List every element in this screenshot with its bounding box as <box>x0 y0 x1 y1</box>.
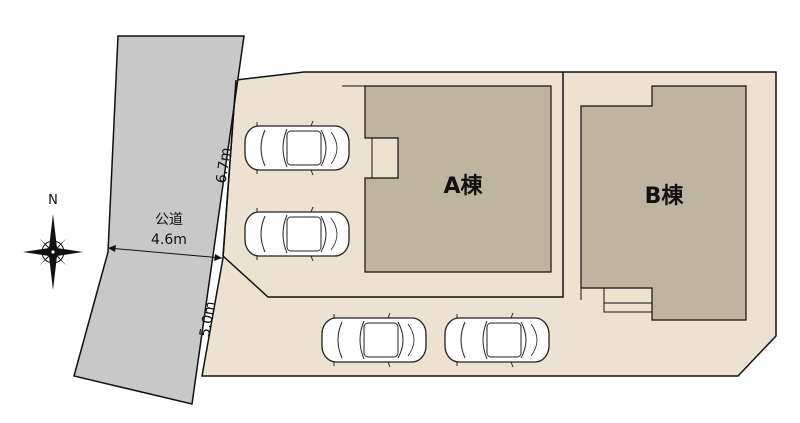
building-b-label: B棟 <box>645 183 685 209</box>
arrow-left-icon <box>108 245 116 252</box>
public-road <box>73 35 245 405</box>
road-width-dimension <box>107 247 223 259</box>
building-a-label: A棟 <box>443 173 483 199</box>
north-label: N <box>48 193 58 208</box>
arrow-right-icon <box>214 254 222 261</box>
car-icon <box>321 312 427 368</box>
car-icon <box>244 120 350 176</box>
lot-line-left <box>222 79 237 257</box>
road-type-label: 公道 <box>155 212 183 228</box>
car-icon <box>244 206 350 262</box>
building-a-entrance <box>365 137 373 179</box>
compass-rose-icon <box>23 214 83 290</box>
lot-a-boundary <box>222 72 564 298</box>
frontage-lower-label: 5.0m <box>197 300 219 338</box>
building-b <box>580 85 747 321</box>
frontage-upper-label: 6.7m <box>214 147 235 185</box>
car-icon <box>444 312 550 368</box>
road-width-label: 4.6m <box>151 232 187 248</box>
building-b-entrance <box>603 288 652 313</box>
